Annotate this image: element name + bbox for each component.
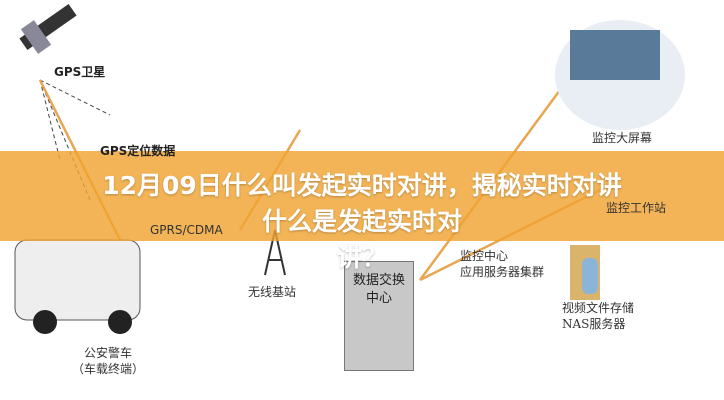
gps-data-label: GPS定位数据 [100,144,176,158]
storage-line1: 视频文件存储 [562,301,635,315]
exchange-label-2: 中心 [365,291,392,306]
big-screen-label: 监控大屏幕 [592,131,653,145]
base-station-label: 无线基站 [248,285,297,299]
gps-satellite-label: GPS卫星 [54,65,106,79]
exchange-label-1: 数据交换 [352,273,405,288]
gprs-label: GPRS/CDMA [150,223,223,237]
police-car-line2: （车载终端） [72,362,145,376]
police-car-label: 公安警车 （车载终端） [72,345,144,377]
workstation-label: 监控工作站 [606,201,667,215]
police-car-line1: 公安警车 [84,346,133,360]
monitor-center-label: 监控中心 应用服务器集群 [460,248,544,280]
exchange-center: 数据交换 中心 [344,261,414,371]
monitor-center-line1: 监控中心 [460,249,509,263]
screen-wall-icon [555,20,685,130]
police-car-icon [14,239,141,334]
monitor-center-line2: 应用服务器集群 [460,265,545,279]
server-icon [570,245,600,300]
satellite-icon [19,4,77,54]
storage-line2: NAS服务器 [562,317,626,331]
storage-label: 视频文件存储 NAS服务器 [562,300,634,332]
title-banner [0,151,724,241]
